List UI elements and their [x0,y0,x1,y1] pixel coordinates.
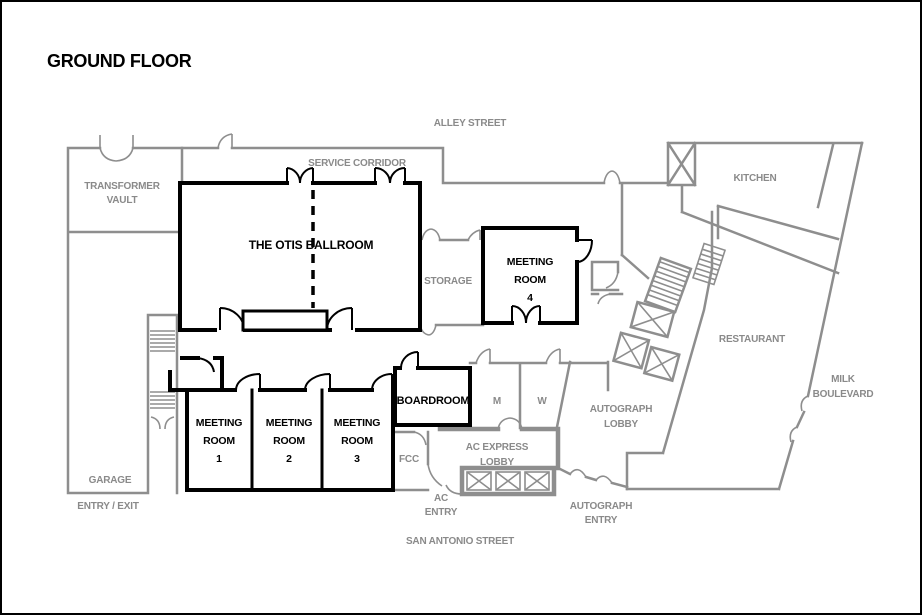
ac-lobby-door-icon [497,417,523,430]
otis-ballroom-label: THE OTIS BALLROOM [249,238,374,252]
meeting-room-2-label-1: MEETING [266,417,312,429]
boh-door-icon [597,271,619,305]
autograph-entry-walls [556,466,629,489]
ballroom-stage [241,309,329,332]
boh-walls [590,210,714,491]
meeting-room-4-label-3: 4 [527,292,533,304]
kitchen-label: KITCHEN [733,173,776,184]
autograph-lobby-label-1: AUTOGRAPH [590,404,652,415]
meeting-room-2-label-3: 2 [286,453,292,465]
boardroom-door-icon [400,351,419,369]
garage-label: GARAGE [89,475,132,486]
autograph-entry-label-2: ENTRY [585,515,618,526]
left-wing-walls [66,146,184,495]
ac-lobby-top-wall [437,426,561,471]
autograph-lobby-label-2: LOBBY [604,419,639,430]
storage-label: STORAGE [424,276,472,287]
fcc-label: FCC [399,454,419,465]
ac-entry-label-2: ENTRY [425,507,458,518]
meeting-room-1-label-3: 1 [216,453,222,465]
boardroom-walls [391,366,472,492]
meeting-room-dividers [250,388,324,492]
ballroom-door-icons [219,167,406,331]
east-door-icons [789,395,809,443]
meeting-room-2-label-2: ROOM [273,435,305,447]
ac-entry-label-1: AC [434,493,448,504]
san-antonio-street-label: SAN ANTONIO STREET [406,536,514,547]
meeting-room-4-door-icons [511,239,593,324]
corridor-walls [168,356,224,392]
womens-room-label: W [537,396,547,407]
service-corridor-label: SERVICE CORRIDOR [308,158,407,169]
service-stairs-icon [643,256,693,314]
transformer-vault-label-1: TRANSFORMER [84,181,161,192]
kitchen-walls [666,141,864,275]
meeting-room-4-walls [481,226,579,325]
autograph-entry-label-1: AUTOGRAPH [570,501,632,512]
meeting-room-3-label-1: MEETING [334,417,380,429]
meeting-room-4-label-2: ROOM [514,274,546,286]
black-walls [168,167,593,492]
west-stairs-icon [150,330,175,430]
garage-entry-exit-label: ENTRY / EXIT [77,501,139,512]
ac-express-lobby-label-1: AC EXPRESS [466,442,529,453]
boh-stairs-icon [691,242,727,286]
meeting-room-door-icons [235,373,393,391]
storage-walls [434,238,485,327]
mens-room-label: M [493,396,501,407]
meeting-room-1-label-2: ROOM [203,435,235,447]
fcc-walls [392,430,430,492]
restroom-walls [468,360,610,430]
ac-entry-vestibule-icon [459,465,557,497]
elevator-bank-icon [611,300,681,383]
east-outer-wall [625,141,864,491]
storage-door-icons [419,228,481,336]
ac-entry-door-icon [445,484,463,495]
milk-boulevard-label-2: BOULEVARD [813,389,874,400]
restaurant-label: RESTAURANT [719,334,785,345]
corridor-door-icons [217,133,621,184]
fcc-door-icons [413,431,443,487]
gray-walls [66,133,864,497]
meeting-room-4-label-1: MEETING [507,256,553,268]
room-meeting-4 [481,226,593,325]
labels: GROUND FLOOR ALLEY STREET SERVICE CORRID… [47,51,874,547]
autograph-entry-door-icons [569,468,613,484]
meeting-room-3-label-2: ROOM [341,435,373,447]
restroom-door-icons [475,348,561,364]
ballroom-walls [178,181,422,332]
room-otis-ballroom [178,167,422,332]
meeting-room-1-label-1: MEETING [196,417,242,429]
milk-boulevard-label-1: MILK [831,374,856,385]
room-boardroom [391,351,472,492]
boardroom-label: BOARDROOM [397,395,470,407]
meeting-rooms-walls [185,388,395,492]
meeting-room-3-label-3: 3 [354,453,360,465]
corridor-door-icon [197,357,215,373]
service-corridor-walls [180,146,670,257]
alley-street-label: ALLEY STREET [434,118,507,129]
page-title: GROUND FLOOR [47,51,192,71]
transformer-vault-label-2: VAULT [107,195,138,206]
ac-express-lobby-label-2: LOBBY [480,457,515,468]
room-meeting-1-2-3 [185,373,395,492]
vault-door-icon [99,135,134,162]
